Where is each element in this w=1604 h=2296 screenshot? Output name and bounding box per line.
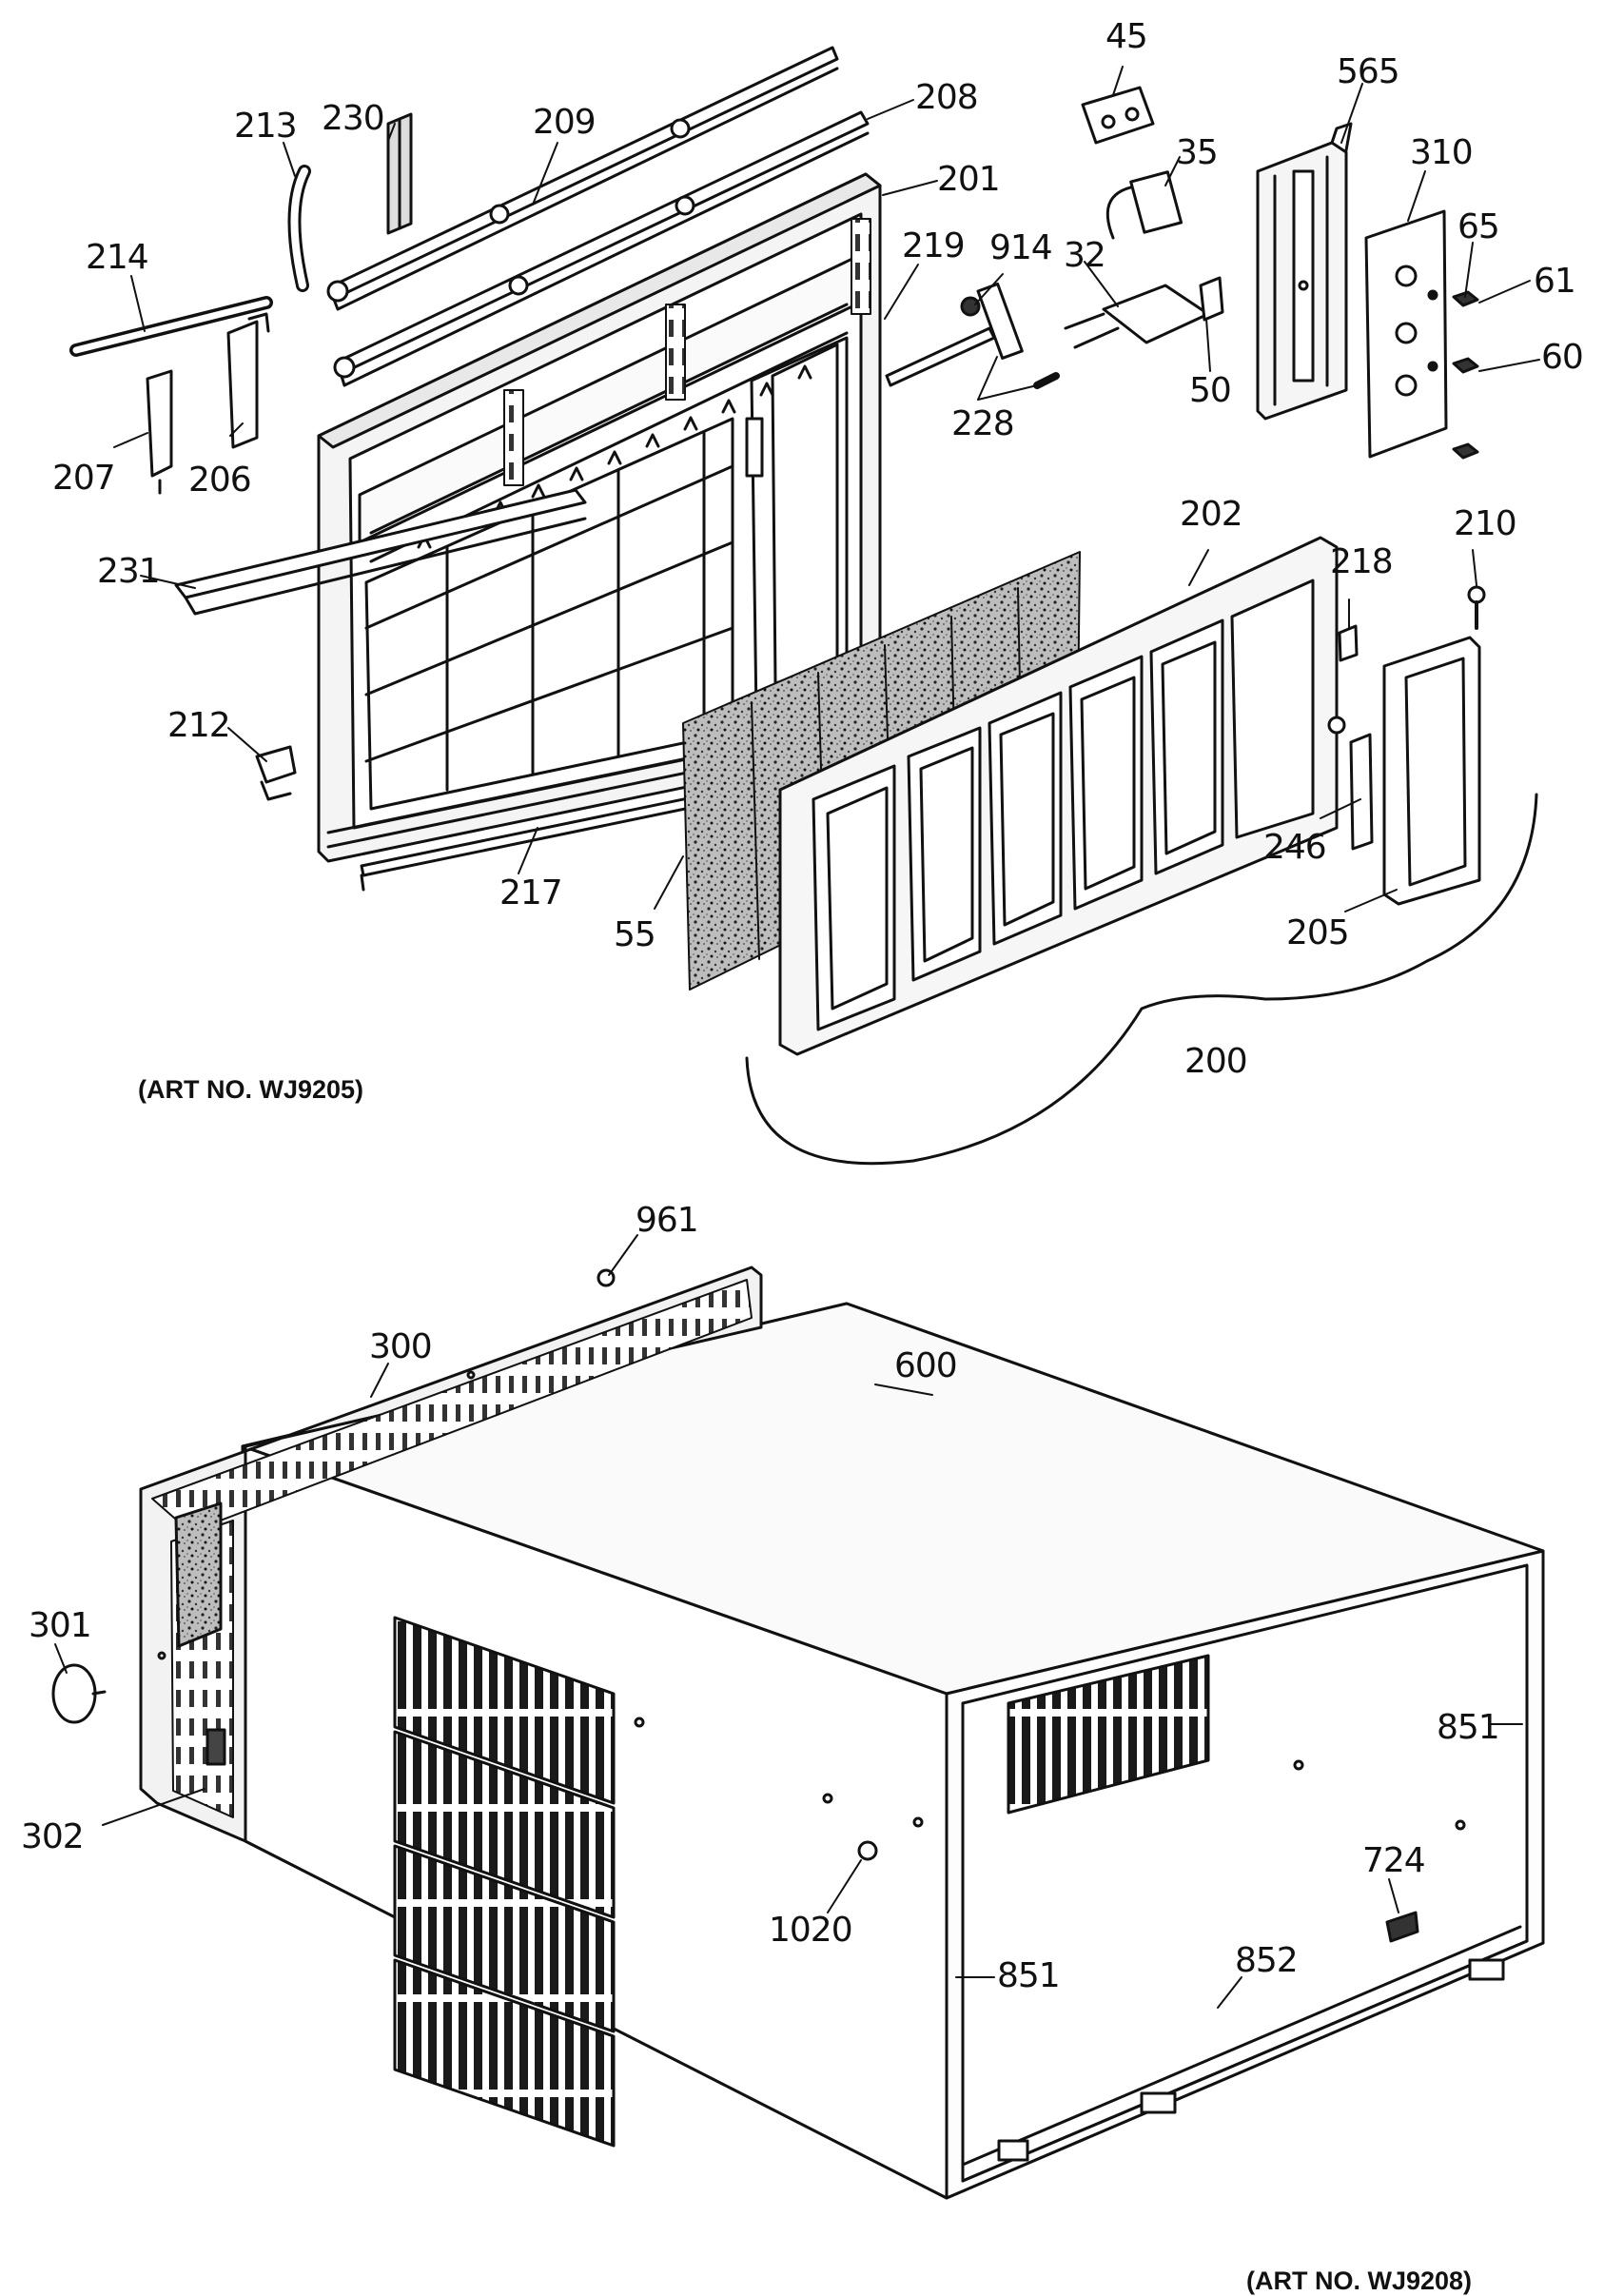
callout-206: 206 bbox=[188, 461, 252, 500]
callout-219: 219 bbox=[902, 226, 966, 265]
callout-61: 61 bbox=[1534, 262, 1576, 301]
front-grille-202 bbox=[778, 536, 1339, 1056]
door-pull-246 bbox=[1327, 716, 1374, 851]
callout-60: 60 bbox=[1541, 338, 1584, 377]
switch-45 bbox=[1081, 86, 1155, 145]
callout-231: 231 bbox=[97, 552, 161, 591]
callout-961: 961 bbox=[636, 1201, 699, 1240]
bracket-206 bbox=[226, 312, 270, 449]
callout-212: 212 bbox=[167, 706, 231, 745]
callout-301: 301 bbox=[29, 1606, 92, 1645]
assembly-brace-200 bbox=[745, 793, 1538, 1166]
capacitor-50 bbox=[1199, 276, 1224, 322]
callout-228: 228 bbox=[951, 404, 1015, 443]
callout-302: 302 bbox=[21, 1817, 85, 1856]
leader-lines bbox=[54, 66, 1540, 2009]
strip-214 bbox=[69, 296, 273, 357]
rod-228 bbox=[885, 282, 1060, 389]
callout-724: 724 bbox=[1362, 1841, 1426, 1880]
callout-246: 246 bbox=[1263, 828, 1327, 867]
art-number-upper: (ART NO. WJ9205) bbox=[138, 1075, 364, 1104]
callout-1020: 1020 bbox=[769, 1911, 853, 1950]
clip-218 bbox=[1338, 624, 1359, 662]
callout-218: 218 bbox=[1330, 542, 1394, 581]
screw-210 bbox=[1467, 585, 1486, 630]
callout-565: 565 bbox=[1337, 52, 1400, 91]
grille-panel-300 bbox=[139, 1266, 763, 1843]
callout-208: 208 bbox=[915, 78, 979, 117]
callout-205: 205 bbox=[1286, 913, 1350, 952]
callout-851-front: 851 bbox=[997, 1956, 1061, 1995]
bracket-207 bbox=[146, 369, 173, 495]
strip-213 bbox=[287, 165, 311, 292]
rail-208 bbox=[333, 110, 870, 387]
callout-32: 32 bbox=[1064, 236, 1106, 275]
knob-301 bbox=[51, 1663, 107, 1724]
thermostat-35 bbox=[1105, 170, 1183, 240]
callout-207: 207 bbox=[52, 459, 116, 498]
callout-35: 35 bbox=[1176, 133, 1219, 172]
callout-310: 310 bbox=[1410, 133, 1474, 172]
callout-45: 45 bbox=[1105, 17, 1148, 56]
channel-231 bbox=[174, 488, 587, 616]
callout-55: 55 bbox=[614, 915, 656, 954]
control-32 bbox=[1064, 284, 1210, 349]
clip-212 bbox=[255, 745, 297, 801]
rail-209 bbox=[326, 46, 839, 311]
nameplate-310 bbox=[1364, 209, 1448, 459]
callout-230: 230 bbox=[322, 99, 385, 138]
wall-sleeve-600 bbox=[241, 1302, 1545, 2200]
callout-210: 210 bbox=[1454, 504, 1517, 543]
callout-852: 852 bbox=[1235, 1941, 1299, 1980]
callout-213: 213 bbox=[234, 107, 298, 146]
callout-600: 600 bbox=[894, 1346, 958, 1385]
art-number-lower: (ART NO. WJ9208) bbox=[1246, 2267, 1473, 2295]
vent-door-205 bbox=[1382, 636, 1481, 906]
callout-914: 914 bbox=[989, 228, 1053, 267]
callout-214: 214 bbox=[86, 238, 149, 277]
callout-50: 50 bbox=[1189, 371, 1232, 410]
callout-851-right: 851 bbox=[1437, 1708, 1500, 1747]
callout-201: 201 bbox=[937, 160, 1001, 199]
callout-300: 300 bbox=[369, 1327, 433, 1366]
bracket-230 bbox=[386, 112, 413, 235]
callout-65: 65 bbox=[1457, 207, 1500, 246]
control-housing-565 bbox=[1256, 122, 1353, 421]
callout-217: 217 bbox=[499, 873, 563, 913]
knobs-61-60-65 bbox=[1427, 289, 1479, 460]
callout-202: 202 bbox=[1180, 495, 1243, 534]
callout-209: 209 bbox=[533, 103, 597, 142]
callout-200: 200 bbox=[1184, 1042, 1248, 1081]
